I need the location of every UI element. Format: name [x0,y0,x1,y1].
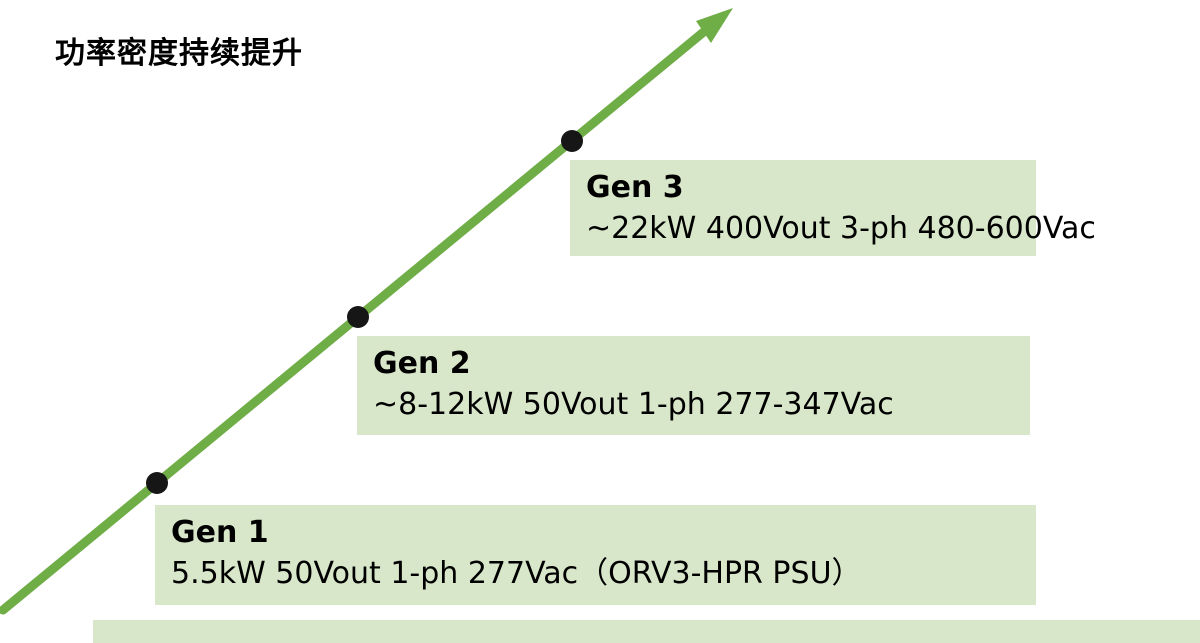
gen2-name: Gen 2 [373,346,471,381]
gen3-milestone-dot [561,130,583,152]
gen1-milestone-dot [146,472,168,494]
gen2-milestone-dot [347,306,369,328]
gen1-spec: 5.5kW 50Vout 1-ph 277Vac（ORV3-HPR PSU） [171,556,862,591]
gen3-spec: ~22kW 400Vout 3-ph 480-600Vac [586,211,1096,246]
gen3-label-box: Gen 3 ~22kW 400Vout 3-ph 480-600Vac [570,160,1096,256]
gen1-label-box: Gen 1 5.5kW 50Vout 1-ph 277Vac（ORV3-HPR … [155,505,1036,605]
gen2-label-box: Gen 2 ~8-12kW 50Vout 1-ph 277-347Vac [357,336,1030,435]
gen1-name: Gen 1 [171,515,269,550]
page-title: 功率密度持续提升 [55,36,303,71]
gen2-spec: ~8-12kW 50Vout 1-ph 277-347Vac [373,387,894,422]
bottom-accent-bar [93,620,1200,643]
gen3-name: Gen 3 [586,170,684,205]
trend-arrow-head-icon [696,8,733,43]
